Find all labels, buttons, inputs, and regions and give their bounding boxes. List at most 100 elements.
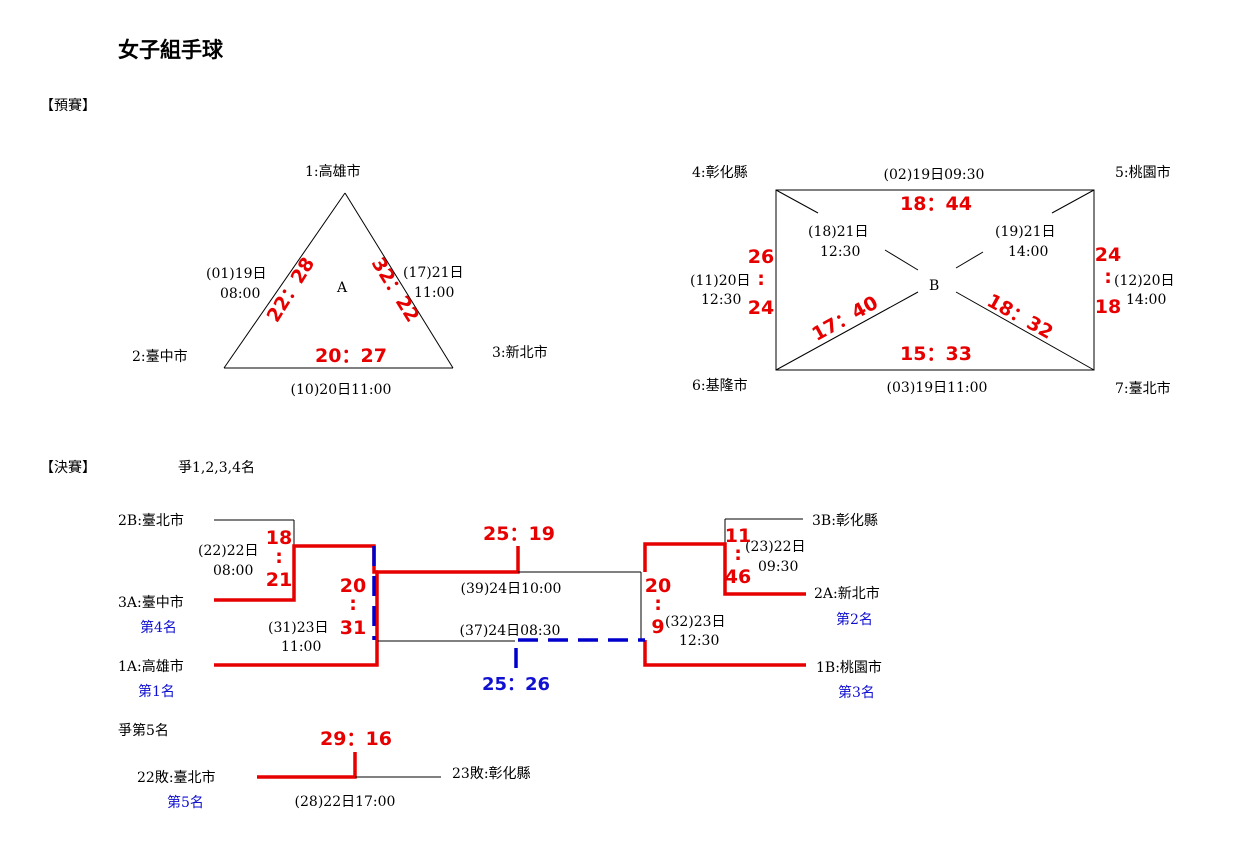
group-b-team-7: 7:臺北市 [1115, 380, 1171, 397]
win-path-1A [214, 546, 520, 667]
group-a-match-01-date: (01)19日 [206, 266, 267, 282]
fifth-label: 爭第5名 [118, 722, 169, 739]
m32-time: 12:30 [679, 633, 719, 649]
group-b-diag-br [955, 291, 1095, 371]
m32-score-b: 9 [651, 616, 664, 638]
group-a-match-10-info: (10)20日11:00 [291, 382, 392, 398]
m23-score-sep: : [734, 543, 742, 565]
group-b-match-19-time: 14:00 [1008, 244, 1048, 260]
m32-score-sep: : [654, 593, 662, 615]
fifth-win-path [257, 752, 357, 779]
win-path-2A [643, 542, 806, 596]
group-b-match-11-score-a: 26 [748, 246, 774, 268]
group-b-diag-bl [775, 291, 919, 371]
group-b-match-18-score: 17：40 [808, 292, 882, 346]
m23-score-a: 11 [725, 525, 751, 547]
m22-score-a: 18 [266, 527, 292, 549]
m22-score-b: 21 [266, 569, 292, 591]
m37-score: 25：26 [482, 674, 550, 695]
fifth-rank: 第5名 [167, 794, 204, 811]
group-b-match-11-date: (11)20日 [690, 273, 751, 289]
page-title: 女子組手球 [118, 37, 224, 62]
group-b-match-12-time: 14:00 [1126, 292, 1166, 308]
team-2A: 2A:新北市 [814, 585, 880, 602]
team-2B: 2B:臺北市 [118, 512, 184, 529]
group-a-team-3: 3:新北市 [492, 344, 548, 361]
group-b-match-12-score-a: 24 [1095, 244, 1121, 266]
m31-score-sep: : [349, 593, 357, 615]
group-b: 4:彰化縣 5:桃園市 6:基隆市 7:臺北市 B (02)19日09:30 1… [690, 164, 1175, 397]
group-b-match-19-score: 18：32 [983, 290, 1057, 344]
group-a-match-17-date: (17)21日 [403, 265, 464, 281]
rank-2A: 第2名 [836, 611, 873, 628]
team-3A: 3A:臺中市 [118, 594, 184, 611]
m23-time: 09:30 [758, 559, 798, 575]
group-b-match-12-score-b: 18 [1095, 296, 1121, 318]
m32-score-a: 20 [645, 575, 671, 597]
group-b-diag-tr2 [955, 251, 984, 269]
group-b-match-02-info: (02)19日09:30 [884, 167, 985, 183]
team-1B: 1B:桃園市 [816, 659, 882, 676]
group-b-diag-tl2 [884, 249, 919, 271]
m23-date: (23)22日 [745, 539, 806, 555]
group-b-team-5: 5:桃園市 [1115, 164, 1171, 181]
rank-1B: 第3名 [838, 684, 875, 701]
group-b-box [775, 189, 1095, 371]
group-b-match-11-score-b: 24 [748, 297, 774, 319]
team-1A: 1A:高雄市 [118, 658, 184, 675]
fifth-team-right: 23敗:彰化縣 [452, 765, 531, 782]
m23-score-b: 46 [725, 566, 751, 588]
group-a-match-01-score: 22：28 [263, 254, 320, 327]
final-subtitle: 爭1,2,3,4名 [178, 460, 255, 476]
m31-date: (31)23日 [268, 620, 329, 636]
group-a: 1:高雄市 2:臺中市 3:新北市 A (01)19日 08:00 22：28 … [132, 163, 548, 398]
group-a-name: A [336, 280, 348, 296]
group-b-match-02-score: 18：44 [900, 193, 972, 215]
m39-info: (39)24日10:00 [461, 581, 562, 597]
rank-3A: 第4名 [140, 619, 177, 636]
group-b-match-11-score-sep: : [757, 268, 765, 290]
group-b-match-19-date: (19)21日 [995, 224, 1056, 240]
group-b-diag-tr [1051, 189, 1095, 214]
fifth-team-left: 22敗:臺北市 [137, 769, 216, 786]
win-path-1B [643, 640, 806, 667]
group-b-team-4: 4:彰化縣 [692, 164, 748, 181]
m32-date: (32)23日 [665, 614, 726, 630]
group-b-match-12-date: (12)20日 [1114, 273, 1175, 289]
group-b-name: B [929, 278, 939, 294]
group-b-match-03-score: 15：33 [900, 343, 972, 365]
m39-score: 25：19 [483, 523, 555, 545]
prelim-header: 【預賽】 [40, 97, 96, 114]
fifth-info: (28)22日17:00 [295, 794, 396, 810]
group-a-team-1: 1:高雄市 [305, 163, 361, 180]
m22-time: 08:00 [213, 563, 253, 579]
group-b-diag-tl [775, 189, 819, 214]
group-b-match-03-info: (03)19日11:00 [887, 380, 988, 396]
team-3B: 3B:彰化縣 [812, 512, 878, 529]
group-a-team-2: 2:臺中市 [132, 348, 188, 365]
m31-score-b: 31 [340, 617, 366, 639]
m31-time: 11:00 [281, 639, 321, 655]
fifth-score: 29：16 [320, 728, 392, 750]
group-a-match-01-time: 08:00 [220, 286, 260, 302]
group-a-edge-right [344, 192, 454, 369]
group-a-edge-left [223, 192, 346, 369]
rank-1A: 第1名 [138, 683, 175, 700]
group-b-team-6: 6:基隆市 [692, 377, 748, 394]
m22-score-sep: : [275, 546, 283, 568]
group-a-match-10-score: 20：27 [315, 345, 387, 367]
m22-date: (22)22日 [198, 543, 259, 559]
group-b-match-18-date: (18)21日 [808, 224, 869, 240]
group-a-match-17-time: 11:00 [414, 285, 454, 301]
group-b-match-12-score-sep: : [1104, 266, 1112, 288]
fifth-place: 爭第5名 22敗:臺北市 23敗:彰化縣 第5名 (28)22日17:00 29… [118, 722, 531, 811]
final-bracket: 2B:臺北市 3A:臺中市 1A:高雄市 3B:彰化縣 2A:新北市 1B:桃園… [118, 512, 882, 701]
group-b-match-18-time: 12:30 [820, 244, 860, 260]
group-b-match-11-time: 12:30 [701, 292, 741, 308]
m31-score-a: 20 [340, 575, 366, 597]
win-path-3A [214, 544, 378, 602]
win-path-m37 [514, 638, 645, 668]
final-header: 【決賽】 [40, 459, 96, 476]
m37-info: (37)24日08:30 [460, 623, 561, 639]
